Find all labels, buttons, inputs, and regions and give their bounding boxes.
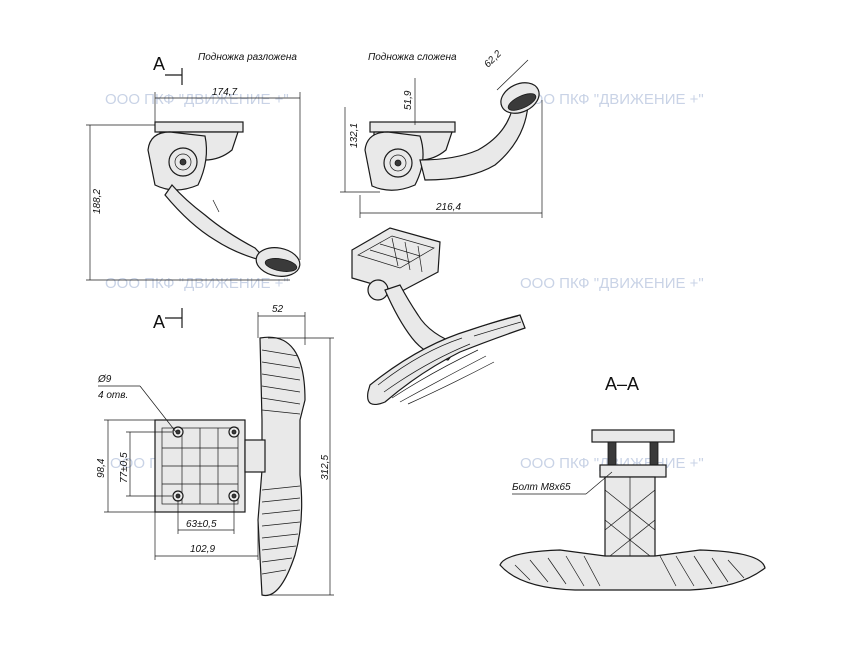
dim-pad-width: 52: [257, 304, 306, 345]
dim-height-folded: 132,1: [340, 107, 380, 193]
caption-unfolded: Подножка разложена: [198, 52, 297, 63]
dim-hole-spacing-horizontal: 63±0,5: [177, 500, 235, 534]
section-title: А–А: [605, 374, 639, 394]
hole-note: Ø9 4 отв.: [97, 374, 177, 433]
svg-text:216,4: 216,4: [435, 202, 461, 213]
svg-text:312,5: 312,5: [320, 455, 331, 480]
svg-text:52: 52: [272, 304, 284, 315]
svg-text:Ø9: Ø9: [97, 374, 112, 385]
svg-text:62,2: 62,2: [482, 48, 504, 70]
svg-text:Болт М8х65: Болт М8х65: [512, 482, 571, 493]
svg-text:132,1: 132,1: [349, 123, 360, 148]
dim-plate-height: 98,4: [96, 419, 155, 513]
dim-width-unfolded: 174,7: [154, 87, 301, 260]
svg-text:63±0,5: 63±0,5: [186, 519, 217, 530]
view-folded: Подножка сложена 62,2 51,9 132,1 21: [340, 48, 543, 218]
dim-length-folded: 216,4: [359, 100, 543, 218]
view-top: Ø9 4 отв. 52 312,5 98,4 77±0,5: [96, 304, 334, 597]
bolt-note: Болт М8х65: [512, 471, 613, 495]
watermark-1: ООО ПКФ "ДВИЖЕНИЕ +": [105, 91, 289, 108]
svg-text:51,9: 51,9: [403, 90, 414, 110]
dim-pad-length: 312,5: [268, 337, 334, 596]
dim-height-folded-pivot: 51,9: [403, 78, 416, 125]
svg-text:4 отв.: 4 отв.: [98, 390, 128, 401]
caption-folded: Подножка сложена: [368, 52, 457, 63]
svg-text:102,9: 102,9: [190, 544, 215, 555]
view-section: А–А Болт М8х65: [499, 374, 766, 591]
dim-height-unfolded: 188,2: [86, 124, 290, 281]
view-isometric: [351, 227, 526, 405]
section-mark-top: А: [153, 54, 165, 74]
watermark-3: ООО ПКФ "ДВИЖЕНИЕ +": [105, 275, 289, 292]
dim-plate-length: 102,9: [154, 512, 259, 560]
dim-hole-spacing-vertical: 77±0,5: [119, 431, 172, 497]
watermark-2: ООО ПКФ "ДВИЖЕНИЕ +": [520, 91, 704, 108]
svg-text:77±0,5: 77±0,5: [119, 452, 130, 483]
svg-text:174,7: 174,7: [212, 87, 237, 98]
svg-text:188,2: 188,2: [92, 189, 103, 214]
svg-text:98,4: 98,4: [96, 458, 107, 478]
view-unfolded: Подножка разложена А А 174,7: [86, 52, 301, 332]
watermark-4: ООО ПКФ "ДВИЖЕНИЕ +": [520, 275, 704, 292]
section-mark-bottom: А: [153, 312, 165, 332]
